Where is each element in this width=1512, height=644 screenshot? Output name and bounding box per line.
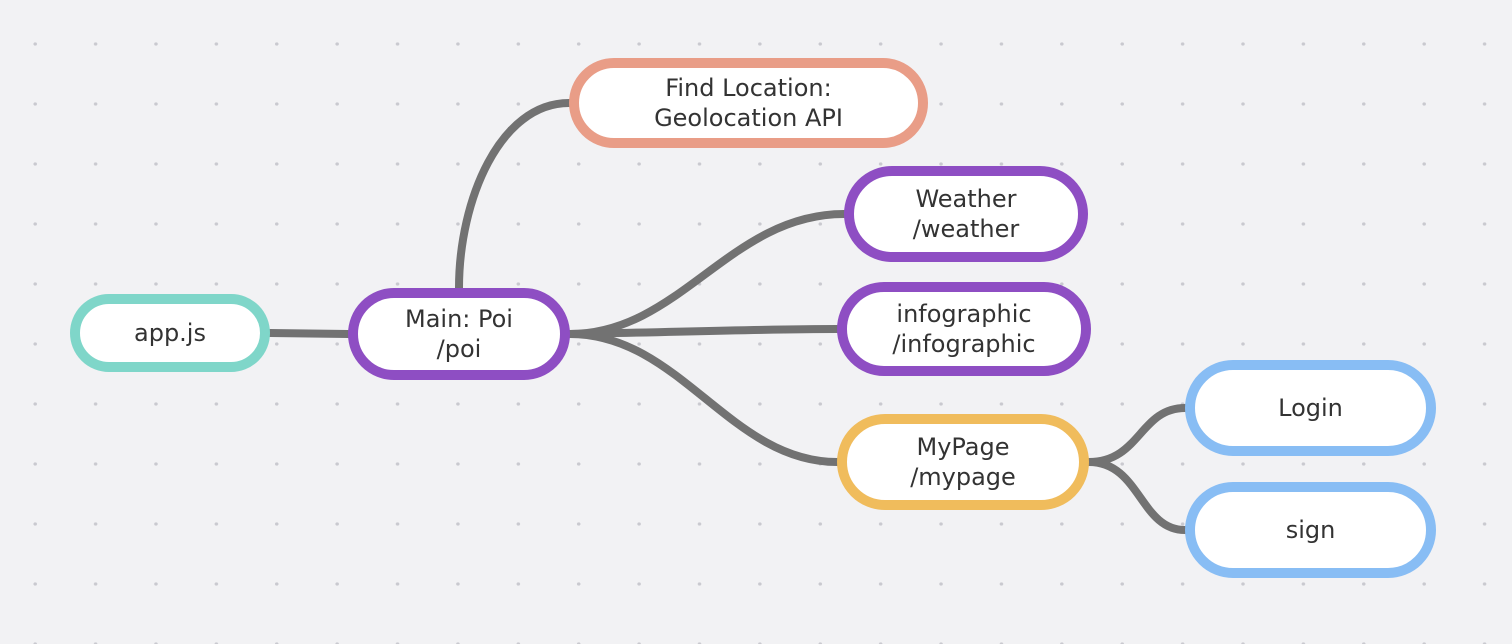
node-label-line: app.js <box>134 319 206 347</box>
node-label-line: Main: Poi <box>405 305 513 333</box>
node-mypage[interactable]: MyPage /mypage <box>837 414 1089 510</box>
node-weather[interactable]: Weather /weather <box>844 166 1088 262</box>
node-label-line: /poi <box>436 335 482 363</box>
node-label-line: /mypage <box>910 463 1016 491</box>
node-label-line: Login <box>1278 394 1343 422</box>
node-label-line: infographic <box>896 300 1032 328</box>
node-sign[interactable]: sign <box>1185 482 1436 578</box>
node-label-line: sign <box>1285 516 1336 544</box>
node-label-line: MyPage <box>916 433 1010 461</box>
node-label-line: Weather <box>915 185 1017 213</box>
node-label-line: Geolocation API <box>654 104 843 132</box>
edge-main-find <box>455 99 573 292</box>
node-infographic[interactable]: infographic /infographic <box>837 282 1091 376</box>
edge-main-weather <box>566 210 848 338</box>
edge-mypage-sign <box>1085 458 1189 534</box>
node-find-location[interactable]: Find Location: Geolocation API <box>569 58 928 148</box>
node-label-line: /infographic <box>892 330 1036 358</box>
edge-main-info <box>566 325 841 338</box>
edge-app-main <box>266 329 352 338</box>
node-login[interactable]: Login <box>1185 360 1436 456</box>
node-main-poi[interactable]: Main: Poi /poi <box>348 288 570 380</box>
node-label-line: /weather <box>912 215 1020 243</box>
edge-mypage-login <box>1085 404 1189 466</box>
edge-main-mypage <box>566 330 841 466</box>
node-label-line: Find Location: <box>665 74 832 102</box>
node-app-js[interactable]: app.js <box>70 294 270 372</box>
